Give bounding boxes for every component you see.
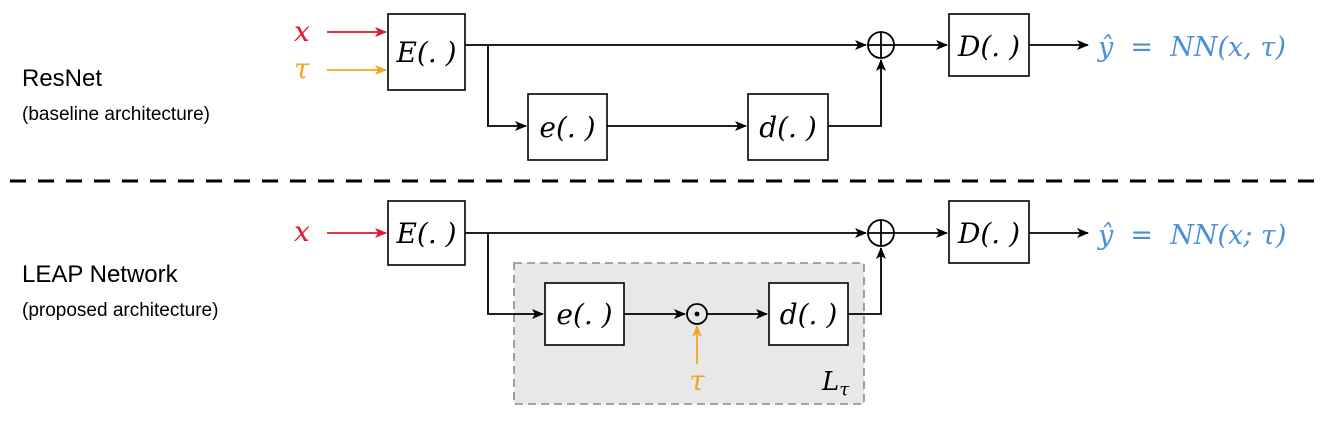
leap-sum-node	[867, 219, 895, 247]
resnet-branch-arrow	[487, 45, 527, 131]
resnet-title: ResNet	[22, 65, 102, 92]
leap-encoder-label: E(. )	[395, 217, 456, 250]
leap-output-label: ŷ = NN(x; τ)	[1097, 220, 1286, 251]
resnet-decoder-box	[948, 13, 1030, 77]
leap-section: LEAP Network (proposed architecture) Lτ …	[22, 200, 1286, 405]
resnet-subtitle: (baseline architecture)	[22, 104, 210, 125]
resnet-sum-node	[867, 31, 895, 59]
resnet-encoder-box	[387, 13, 466, 91]
resnet-d-to-sum-arrow	[828, 59, 886, 127]
leap-inner-decoder-label: d(. )	[780, 298, 838, 331]
l-tau-label: Lτ	[821, 367, 850, 400]
resnet-decoder-label: D(. )	[957, 30, 1020, 63]
resnet-inner-encoder-label: e(. )	[539, 111, 595, 144]
leap-tau-input: τ	[689, 364, 705, 397]
resnet-input-x: x	[294, 15, 310, 48]
leap-title: LEAP Network	[22, 261, 179, 288]
resnet-inner-decoder-box	[747, 93, 829, 161]
leap-input-x: x	[294, 215, 310, 248]
leap-decoder-label: D(. )	[957, 217, 1020, 250]
leap-encoder-box	[387, 200, 466, 266]
leap-inner-encoder-label: e(. )	[556, 298, 612, 331]
resnet-inner-encoder-box	[527, 93, 608, 161]
resnet-output-label: ŷ = NN(x, τ)	[1097, 32, 1286, 63]
leap-subtitle: (proposed architecture)	[22, 300, 218, 321]
resnet-inner-decoder-label: d(. )	[759, 111, 817, 144]
resnet-input-tau: τ	[294, 52, 310, 85]
leap-decoder-box	[948, 200, 1030, 264]
leap-d-to-sum-arrow	[848, 247, 886, 315]
resnet-section: ResNet (baseline architecture) x τ E(. )…	[22, 13, 1286, 161]
leap-branch-arrow	[487, 233, 544, 319]
resnet-encoder-label: E(. )	[395, 36, 456, 69]
